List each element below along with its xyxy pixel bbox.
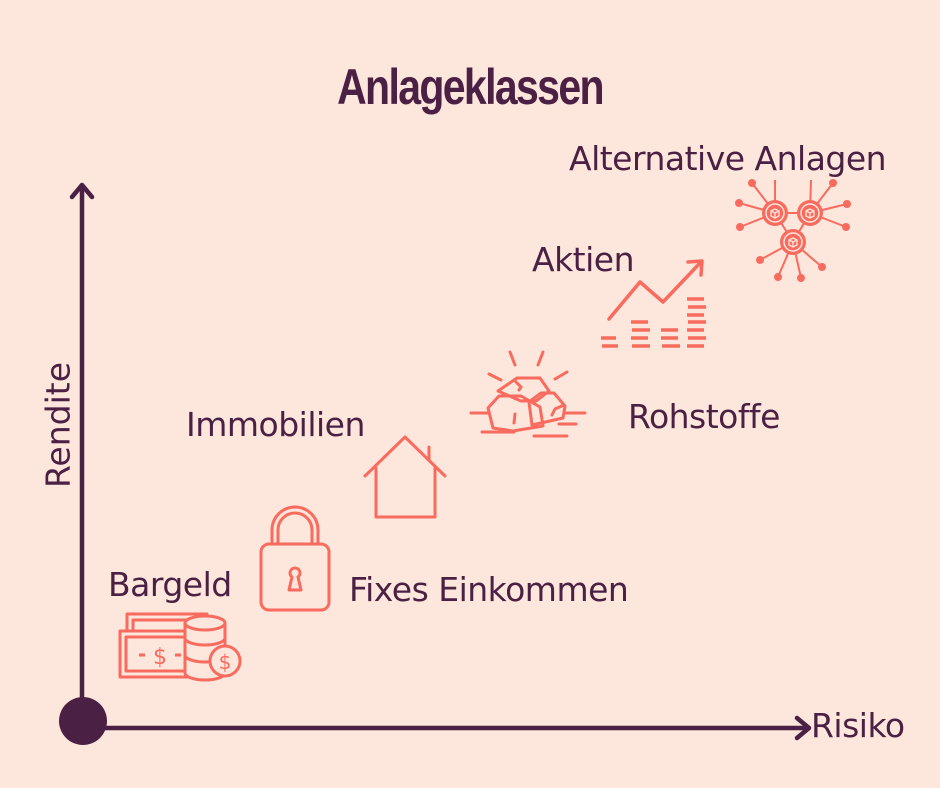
svg-text:$: $ bbox=[153, 645, 167, 670]
svg-text:$: $ bbox=[219, 650, 232, 674]
y-axis-label: Rendite bbox=[38, 361, 78, 489]
x-axis-label: Risiko bbox=[811, 706, 905, 745]
label-aktien: Aktien bbox=[532, 240, 635, 279]
label-immobilien: Immobilien bbox=[186, 405, 365, 444]
label-rohstoffe: Rohstoffe bbox=[628, 397, 780, 436]
page-title: Anlageklassen bbox=[337, 59, 604, 115]
label-fixes-einkommen: Fixes Einkommen bbox=[349, 570, 629, 609]
label-alternative-anlagen: Alternative Anlagen bbox=[569, 139, 887, 178]
label-bargeld: Bargeld bbox=[108, 565, 232, 604]
